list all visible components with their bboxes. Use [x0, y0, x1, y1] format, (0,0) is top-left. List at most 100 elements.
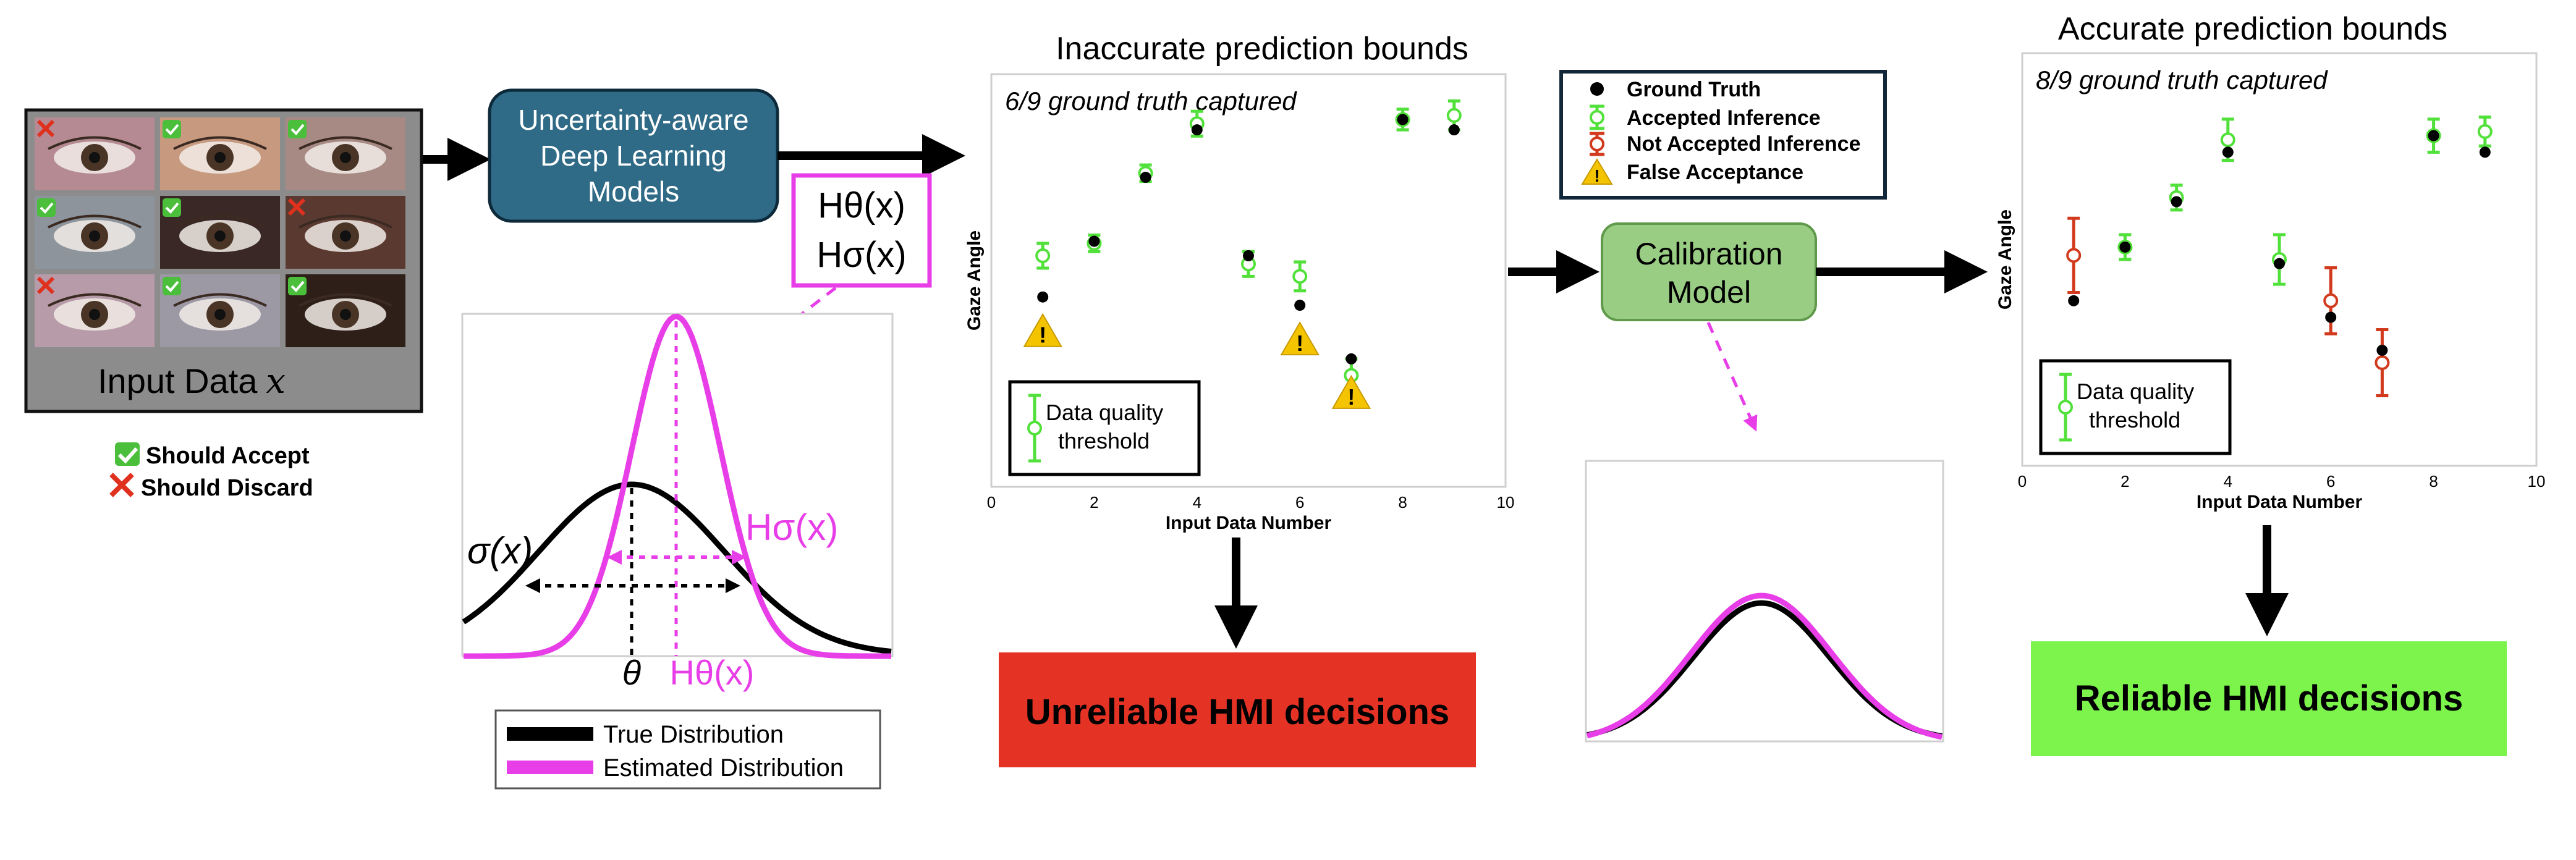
estimated-distribution-curve — [464, 313, 891, 659]
checkmark-icon — [115, 442, 140, 466]
checkmark-icon — [288, 120, 307, 138]
x-axis-label: Input Data Number — [1166, 513, 1332, 533]
accepted-inference-point — [1446, 99, 1462, 132]
x-tick-label: 2 — [1090, 493, 1098, 512]
x-tick-label: 0 — [2018, 472, 2027, 491]
plot2-title: Accurate prediction bounds — [2058, 11, 2447, 47]
ground-truth-marker — [1590, 82, 1604, 96]
ground-truth-point — [2274, 258, 2285, 269]
checkmark-icon — [37, 198, 56, 217]
warning-icon: ! — [1280, 321, 1320, 356]
calibrated-estimated-curve — [1586, 592, 1943, 740]
ground-truth-point — [1345, 353, 1357, 365]
eye-image-grid — [35, 117, 405, 347]
distribution-legend: True Distribution Estimated Distribution — [494, 709, 881, 790]
checkmark-icon — [288, 277, 307, 295]
cross-icon — [109, 473, 134, 497]
eye-tile — [160, 117, 280, 190]
ground-truth-point — [1448, 124, 1460, 136]
legend-false-acceptance-label: False Acceptance — [1627, 161, 1803, 184]
unreliable-decisions-box: Unreliable HMI decisions — [999, 652, 1476, 767]
eye-tile — [286, 117, 405, 190]
legend-accepted-label: Accepted Inference — [1627, 106, 1821, 130]
distribution-panel: σ(x) Hσ(x) θ Hθ(x) — [461, 313, 894, 692]
eye-tile — [286, 196, 405, 269]
checkmark-icon — [163, 277, 181, 295]
x-tick-label: 8 — [1398, 493, 1407, 512]
warning-icon: ! — [1331, 374, 1371, 410]
ground-truth-point — [1088, 235, 1100, 247]
x-tick-label: 4 — [1193, 493, 1201, 512]
eye-tile — [35, 274, 155, 347]
legend-ground-truth-label: Ground Truth — [1627, 78, 1761, 101]
cross-icon — [36, 119, 55, 138]
y-axis-label: Gaze Angle — [964, 230, 985, 331]
not-accepted-inference-point — [2066, 216, 2082, 294]
calibration-label-line-1: Calibration — [1635, 237, 1782, 271]
accepted-inference-point — [1241, 250, 1256, 278]
plot1-title: Inaccurate prediction bounds — [1056, 31, 1468, 67]
reliable-decisions-label: Reliable HMI decisions — [2075, 678, 2464, 719]
calibration-model-box: Calibration Model — [1601, 222, 1817, 321]
uncertainty-model-box: Uncertainty-aware Deep Learning Models — [488, 88, 779, 223]
eye-tile — [286, 274, 405, 347]
ground-truth-point — [2119, 241, 2131, 253]
accepted-inference-point — [2477, 116, 2493, 148]
model-outputs-box: Hθ(x) Hσ(x) — [791, 173, 932, 288]
threshold-legend-line-2: threshold — [1058, 428, 1150, 453]
warning-icon: ! — [1023, 313, 1062, 348]
svg-text:!: ! — [1594, 166, 1599, 185]
ground-truth-point — [1243, 250, 1254, 261]
calibration-label-line-2: Model — [1667, 275, 1751, 310]
dashed-arrow-calibration-to-distribution — [1706, 321, 1758, 432]
accepted-inference-marker — [1590, 104, 1604, 130]
ground-truth-point — [1037, 291, 1049, 303]
not-accepted-inference-marker — [1590, 132, 1604, 156]
checkmark-glyph — [117, 447, 138, 464]
true-distribution-curve — [462, 481, 892, 654]
should-accept-label: Should Accept — [146, 443, 310, 469]
svg-text:!: ! — [1347, 384, 1355, 410]
threshold-legend-line-1: Data quality — [2077, 379, 2194, 404]
eye-tile — [35, 117, 155, 190]
threshold-legend: Data quality threshold — [2039, 359, 2232, 455]
h-sigma-output: Hσ(x) — [816, 235, 906, 275]
threshold-legend: Data quality threshold — [1008, 380, 1201, 476]
threshold-legend-line-2: threshold — [2089, 407, 2180, 432]
unreliable-decisions-label: Unreliable HMI decisions — [1025, 692, 1450, 732]
ground-truth-point — [2376, 344, 2388, 356]
ground-truth-point — [2428, 130, 2439, 141]
h-sigma-label: Hσ(x) — [745, 507, 838, 548]
eye-tile — [35, 196, 155, 269]
ground-truth-point — [1191, 124, 1203, 136]
ground-truth-point — [2479, 146, 2491, 158]
x-tick-label: 8 — [2429, 472, 2438, 491]
calibrated-distribution-panel — [1585, 460, 1944, 743]
plot-legend: Ground Truth Accepted Inference Not Acce… — [1559, 70, 1887, 200]
x-tick-label: 0 — [987, 493, 996, 512]
svg-text:!: ! — [1296, 331, 1303, 356]
x-axis-label: Input Data Number — [2197, 492, 2363, 512]
accepted-inference-point — [1035, 242, 1051, 270]
h-theta-label: Hθ(x) — [670, 653, 755, 692]
checkmark-icon — [163, 198, 181, 217]
legend-not-accepted-label: Not Accepted Inference — [1627, 132, 1861, 156]
input-legend: Should Accept Should Discard — [109, 442, 313, 501]
ground-truth-point — [2325, 311, 2337, 323]
eye-tile — [160, 274, 280, 347]
warning-icon: ! — [1581, 158, 1613, 185]
ground-truth-point — [2068, 295, 2080, 306]
threshold-legend-line-1: Data quality — [1046, 400, 1163, 425]
x-tick-label: 4 — [2224, 472, 2232, 491]
checkmark-icon — [163, 120, 181, 138]
ground-truth-point — [2222, 146, 2234, 158]
ground-truth-point — [2171, 196, 2182, 208]
svg-text:!: ! — [1039, 322, 1046, 348]
h-theta-output: Hθ(x) — [818, 185, 905, 226]
x-tick-label: 6 — [1295, 493, 1304, 512]
legend-estimated-label: Estimated Distribution — [603, 754, 844, 782]
x-tick-label: 10 — [1497, 493, 1515, 512]
